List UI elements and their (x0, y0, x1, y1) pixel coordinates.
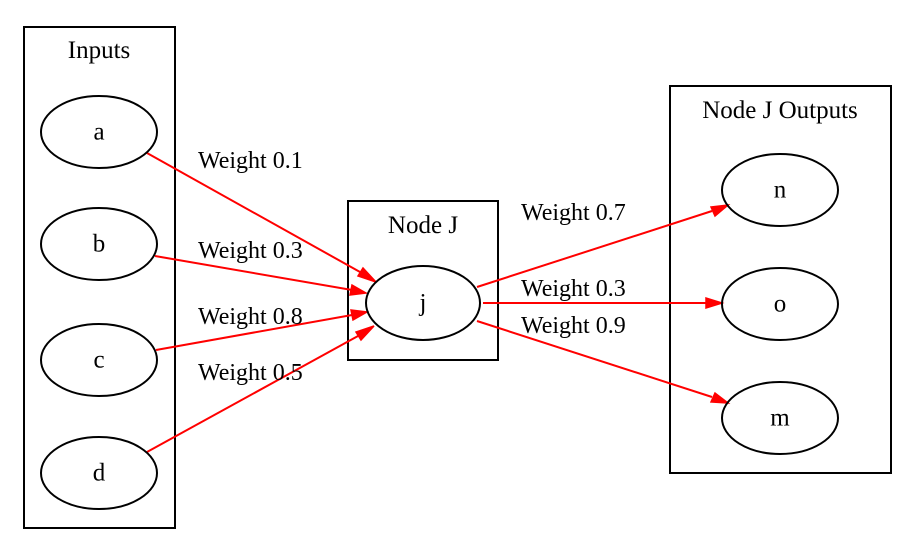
node-o: o (721, 267, 839, 341)
node-m: m (721, 381, 839, 455)
node-n-ellipse (721, 153, 839, 227)
edge-label-d-j: Weight 0.5 (198, 360, 303, 386)
edge-line-j-n (476, 210, 713, 288)
cluster-node-j-label: Node J (388, 212, 458, 239)
edge-j-o: Weight 0.3 (483, 276, 725, 310)
node-j: j (365, 265, 481, 341)
node-b-ellipse (40, 207, 158, 281)
edge-j-n: Weight 0.7 (476, 200, 731, 288)
cluster-outputs-box (669, 85, 892, 474)
edge-label-j-m: Weight 0.9 (521, 313, 626, 339)
node-b-label: b (93, 231, 106, 258)
edge-line-j-m (476, 320, 713, 398)
node-n: n (721, 153, 839, 227)
node-d: d (40, 436, 158, 510)
node-j-label: j (419, 290, 427, 317)
edge-line-c-j (155, 314, 353, 351)
node-c-label: c (93, 347, 104, 374)
edge-label-j-n: Weight 0.7 (521, 200, 626, 226)
arrowhead-b-j (349, 283, 369, 296)
node-d-label: d (93, 460, 106, 487)
arrowhead-j-m (709, 391, 731, 404)
arrowhead-d-j (354, 325, 375, 342)
cluster-outputs: Node J Outputs (669, 85, 892, 474)
edge-label-c-j: Weight 0.8 (198, 304, 303, 330)
node-c: c (40, 323, 158, 397)
node-o-label: o (774, 291, 787, 318)
node-j-ellipse (365, 265, 481, 341)
edge-line-a-j (146, 152, 361, 273)
arrowhead-j-n (709, 203, 731, 218)
cluster-inputs-label: Inputs (68, 37, 131, 64)
arrowhead-a-j (356, 266, 377, 283)
cluster-inputs: Inputs (23, 26, 176, 529)
edge-line-b-j (154, 255, 353, 291)
edge-b-j: Weight 0.3 (154, 238, 369, 296)
edge-line-d-j (146, 335, 359, 453)
node-n-label: n (774, 177, 787, 204)
cluster-inputs-box (23, 26, 176, 529)
node-d-ellipse (40, 436, 158, 510)
edge-label-a-j: Weight 0.1 (198, 148, 303, 174)
node-b: b (40, 207, 158, 281)
edge-label-j-o: Weight 0.3 (521, 276, 626, 302)
edges: Weight 0.1 Weight 0.3 Weight 0.8 Weight … (146, 148, 731, 453)
edge-d-j: Weight 0.5 (146, 325, 375, 453)
edge-j-m: Weight 0.9 (476, 313, 731, 404)
edge-c-j: Weight 0.8 (155, 304, 370, 351)
edge-a-j: Weight 0.1 (146, 148, 377, 283)
arrowhead-c-j (350, 309, 370, 322)
node-o-ellipse (721, 267, 839, 341)
node-m-label: m (770, 405, 790, 432)
arrowhead-j-o (705, 296, 725, 310)
node-a-label: a (93, 119, 104, 146)
cluster-outputs-label: Node J Outputs (702, 97, 858, 124)
node-a-ellipse (40, 95, 158, 169)
node-a: a (40, 95, 158, 169)
edge-label-b-j: Weight 0.3 (198, 238, 303, 264)
node-c-ellipse (40, 323, 158, 397)
node-m-ellipse (721, 381, 839, 455)
